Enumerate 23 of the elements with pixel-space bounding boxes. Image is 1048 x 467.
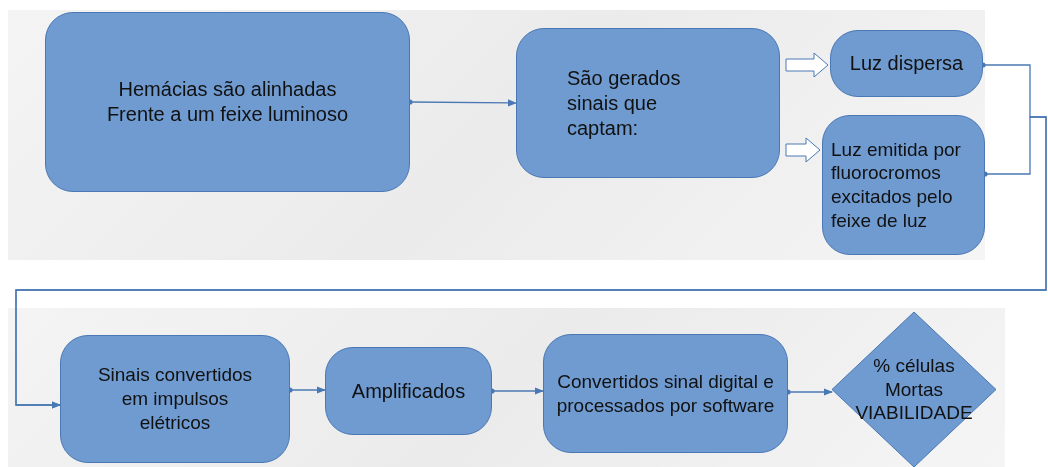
node-text: Hemácias são alinhadas Frente a um feixe luminoso xyxy=(105,77,350,127)
node-text: % células Mortas VIABILIDADE xyxy=(854,353,974,426)
process-box xyxy=(516,28,780,178)
process-box xyxy=(45,12,410,192)
node-text: Luz dispersa xyxy=(848,51,965,76)
block-arrow xyxy=(785,52,829,78)
process-box xyxy=(543,334,788,453)
arrow xyxy=(785,388,833,396)
process-box xyxy=(325,347,492,435)
node-text: Convertidos sinal digital e processados por software xyxy=(555,369,776,418)
node-text: São gerados sinais que captam: xyxy=(566,65,682,141)
process-box xyxy=(830,30,983,97)
process-box xyxy=(822,115,985,255)
node-text: Luz emitida por fluorocromos excitados pelo feixe de luz xyxy=(830,137,962,233)
process-box xyxy=(60,335,290,463)
arrow xyxy=(287,386,326,394)
node-text: Sinais convertidos em impulsos elétricos xyxy=(96,363,254,435)
node-text: Amplificados xyxy=(350,378,467,404)
block-arrow xyxy=(785,137,821,163)
arrow xyxy=(407,99,517,107)
arrow xyxy=(15,116,1047,409)
decision-diamond xyxy=(832,312,996,467)
arrow xyxy=(489,387,544,395)
